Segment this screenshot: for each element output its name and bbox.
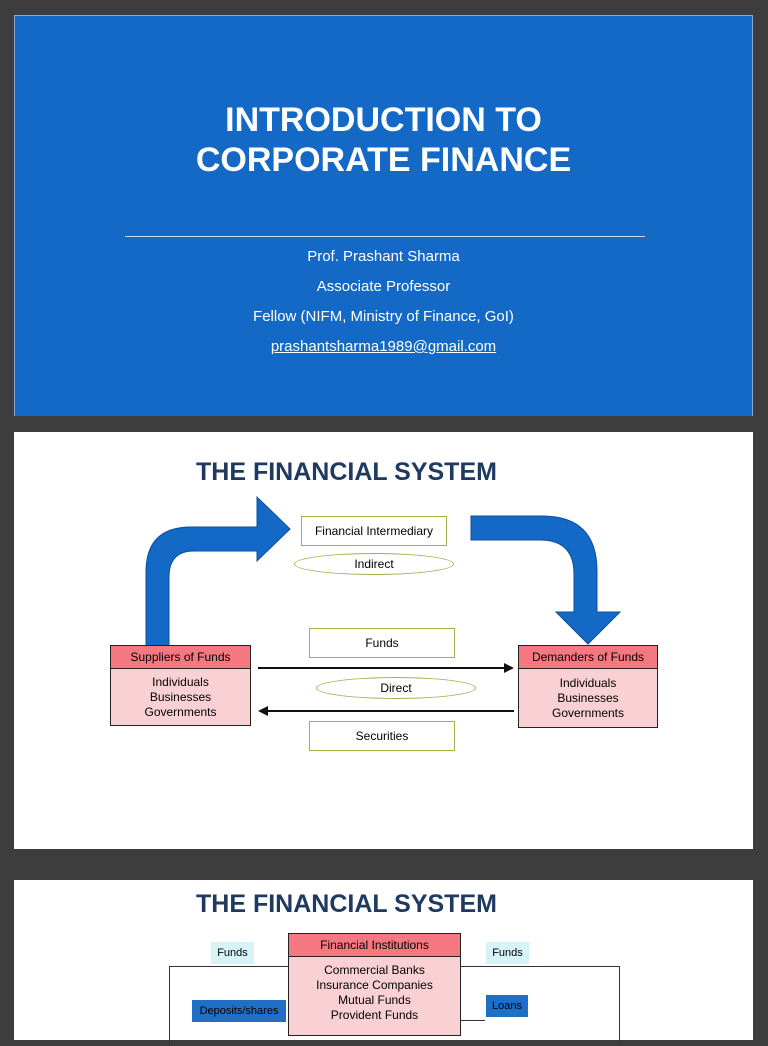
slide-title-line-2: CORPORATE FINANCE xyxy=(195,141,572,179)
securities-arrowhead xyxy=(258,706,268,716)
slide-heading: THE FINANCIAL SYSTEM xyxy=(196,890,497,918)
suppliers-header: Suppliers of Funds xyxy=(110,645,251,669)
slide-heading: THE FINANCIAL SYSTEM xyxy=(196,458,497,486)
demander-item: Governments xyxy=(551,705,625,720)
supplier-item: Individuals xyxy=(152,674,209,689)
funds-tag-right: Funds xyxy=(486,942,529,964)
deposits-shares-tag: Deposits/shares xyxy=(192,1000,286,1022)
funds-arrowhead xyxy=(504,663,514,673)
demanders-header: Demanders of Funds xyxy=(518,645,658,669)
slide-gap xyxy=(0,849,768,881)
loans-tag: Loans xyxy=(486,995,528,1017)
author-email-link[interactable]: prashantsharma1989@gmail.com xyxy=(270,338,497,355)
author-fellowship: Fellow (NIFM, Ministry of Finance, GoI) xyxy=(253,308,514,325)
suppliers-list: Individuals Businesses Governments xyxy=(110,668,251,726)
supplier-item: Governments xyxy=(144,704,217,719)
indirect-demand-arrow xyxy=(470,515,622,645)
connector-line xyxy=(169,966,288,967)
connector-line xyxy=(460,966,619,967)
connector-line xyxy=(169,966,170,1046)
indirect-label: Indirect xyxy=(294,553,454,575)
supplier-item: Businesses xyxy=(149,689,212,704)
financial-institutions-list: Commercial Banks Insurance Companies Mut… xyxy=(288,956,461,1036)
author-position: Associate Professor xyxy=(316,278,451,295)
funds-tag-left: Funds xyxy=(211,942,254,964)
demander-item: Businesses xyxy=(557,690,619,705)
financial-system-slide: THE FINANCIAL SYSTEM Financial Intermedi… xyxy=(0,416,768,850)
title-divider xyxy=(125,236,645,237)
connector-line xyxy=(460,1020,485,1021)
demanders-list: Individuals Businesses Governments xyxy=(518,668,658,728)
funds-label-box: Funds xyxy=(309,628,455,658)
top-gap xyxy=(0,0,768,15)
financial-intermediary-box: Financial Intermediary xyxy=(301,516,447,546)
financial-institutions-slide: THE FINANCIAL SYSTEM Funds Funds Deposit… xyxy=(14,880,753,1046)
slide-title-line-1: INTRODUCTION TO xyxy=(225,101,542,139)
direct-label: Direct xyxy=(316,677,476,699)
institution-item: Provident Funds xyxy=(330,1008,419,1022)
institution-item: Insurance Companies xyxy=(316,978,433,992)
securities-label-box: Securities xyxy=(309,721,455,751)
institution-item: Mutual Funds xyxy=(338,993,411,1007)
flow-arrows xyxy=(145,495,622,716)
title-slide: INTRODUCTION TO CORPORATE FINANCE Prof. … xyxy=(14,15,753,417)
institution-item: Commercial Banks xyxy=(324,963,425,977)
author-name: Prof. Prashant Sharma xyxy=(307,248,460,265)
indirect-supply-arrow xyxy=(145,495,291,647)
connector-line xyxy=(619,966,620,1046)
demander-item: Individuals xyxy=(559,675,617,690)
financial-institutions-header: Financial Institutions xyxy=(288,933,461,957)
